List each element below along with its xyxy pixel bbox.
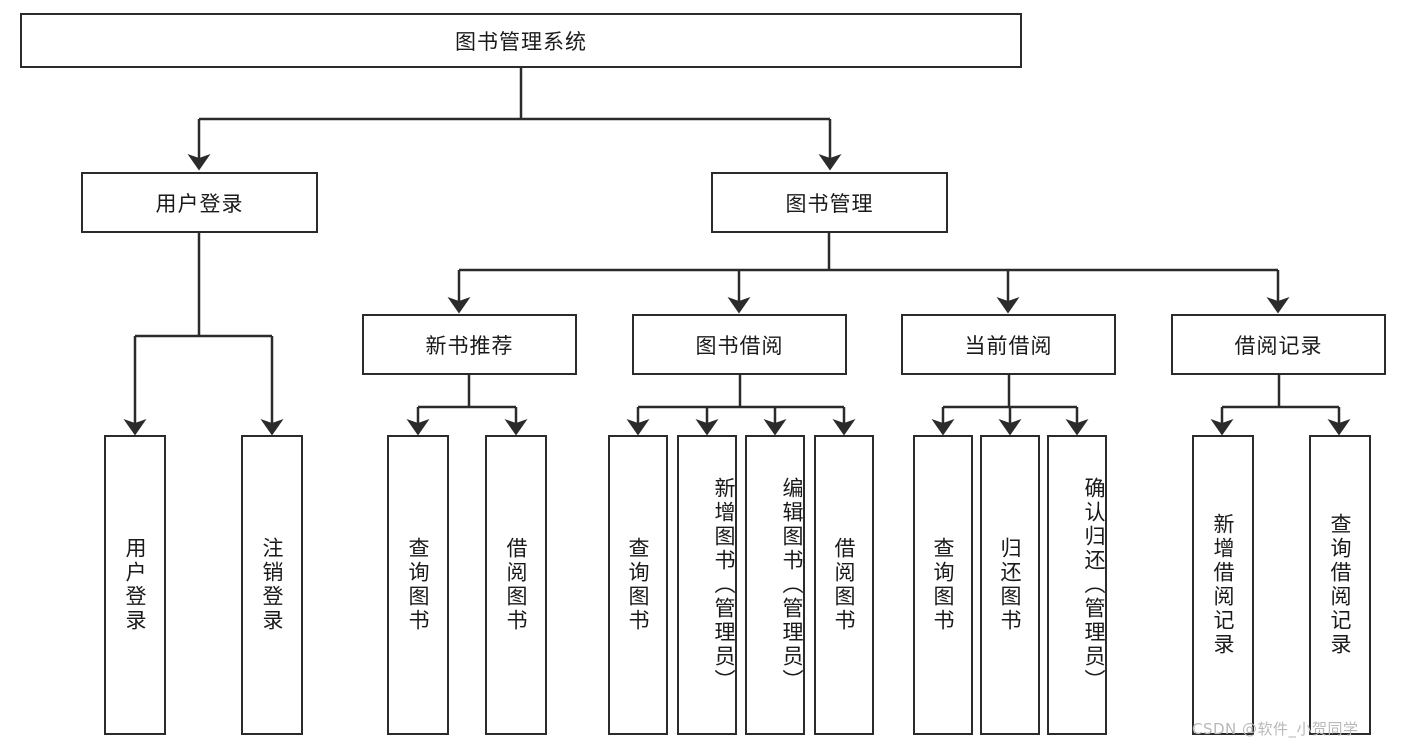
node-label: 新增借阅记录: [1211, 513, 1236, 657]
node-label: 注销登录: [260, 537, 285, 633]
node-label: 图书借阅: [695, 333, 784, 358]
node-leaf-query-borrow-record[interactable]: 查询借阅记录: [1309, 435, 1371, 735]
node-leaf-logout[interactable]: 注销登录: [241, 435, 303, 735]
node-root-system[interactable]: 图书管理系统: [20, 13, 1022, 68]
node-label: 图书管理系统: [455, 29, 587, 54]
node-label: 用户登录: [123, 537, 148, 633]
node-user-login[interactable]: 用户登录: [81, 172, 318, 233]
node-label: 查询图书: [406, 537, 431, 633]
node-leaf-confirm-return-admin[interactable]: 确认归还（管理员）: [1047, 435, 1107, 735]
node-borrow-record[interactable]: 借阅记录: [1171, 314, 1386, 375]
node-leaf-query-book-current[interactable]: 查询图书: [913, 435, 973, 735]
node-label: 新增图书（管理员）: [712, 477, 736, 693]
node-label: 图书管理: [785, 191, 874, 216]
node-leaf-return-book[interactable]: 归还图书: [980, 435, 1040, 735]
node-label: 归还图书: [998, 537, 1023, 633]
node-label: 查询图书: [931, 537, 956, 633]
node-label: 查询借阅记录: [1328, 513, 1353, 657]
node-new-book-recommend[interactable]: 新书推荐: [362, 314, 577, 375]
node-leaf-edit-book-admin[interactable]: 编辑图书（管理员）: [745, 435, 805, 735]
node-label: 借阅记录: [1234, 333, 1323, 358]
csdn-watermark: CSDN @软件_小贺同学: [1192, 720, 1359, 738]
node-current-borrow[interactable]: 当前借阅: [901, 314, 1116, 375]
node-label: 用户登录: [155, 191, 244, 216]
node-leaf-add-book-admin[interactable]: 新增图书（管理员）: [677, 435, 737, 735]
node-leaf-borrow-book[interactable]: 借阅图书: [814, 435, 874, 735]
node-label: 确认归还（管理员）: [1082, 477, 1106, 693]
node-leaf-borrow-book-recommend[interactable]: 借阅图书: [485, 435, 547, 735]
node-book-management[interactable]: 图书管理: [711, 172, 948, 233]
node-label: 借阅图书: [832, 537, 857, 633]
node-leaf-query-book-borrow[interactable]: 查询图书: [608, 435, 668, 735]
node-book-borrow[interactable]: 图书借阅: [632, 314, 847, 375]
node-label: 查询图书: [626, 537, 651, 633]
node-label: 新书推荐: [425, 333, 514, 358]
node-label: 借阅图书: [504, 537, 529, 633]
node-leaf-add-borrow-record[interactable]: 新增借阅记录: [1192, 435, 1254, 735]
node-leaf-user-login[interactable]: 用户登录: [104, 435, 166, 735]
node-label: 当前借阅: [964, 333, 1053, 358]
node-leaf-query-book-recommend[interactable]: 查询图书: [387, 435, 449, 735]
node-label: 编辑图书（管理员）: [780, 477, 804, 693]
